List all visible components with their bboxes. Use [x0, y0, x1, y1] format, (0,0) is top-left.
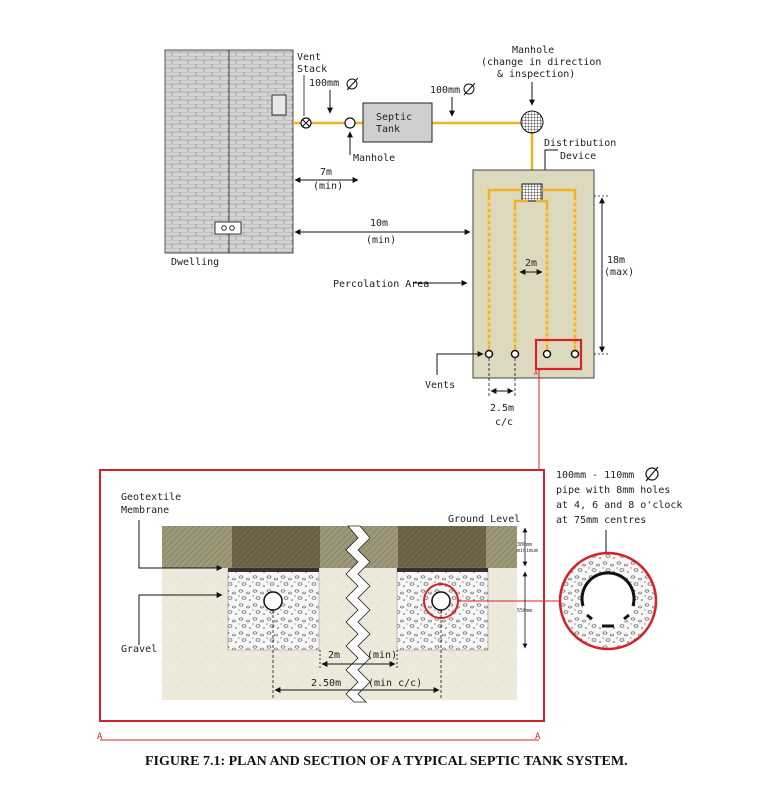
septic-tank-label-2: Tank: [376, 124, 400, 135]
pipe-size-label-1: 100mm: [309, 78, 339, 89]
section-pipe-left: [263, 591, 283, 611]
vent-stack-label-2: Stack: [297, 64, 327, 75]
dim-10m-min: (min): [366, 235, 396, 246]
dim-7m: 7m: [320, 167, 332, 178]
spacing-label: 2m: [525, 258, 537, 269]
pipe-spec-label: 100mm - 110mm: [556, 470, 634, 481]
cc-label: c/c: [495, 417, 513, 428]
inspection-manhole-icon: [520, 110, 544, 134]
section-mark-plan: A: [534, 370, 538, 377]
distribution-label-2: Device: [560, 151, 596, 162]
section-250-min-label: (min c/c): [368, 678, 422, 689]
manhole-label: Manhole: [353, 153, 395, 164]
dwelling-label: Dwelling: [171, 257, 219, 268]
dim-7m-min: (min): [313, 181, 343, 192]
gravel-label: Gravel: [121, 644, 157, 655]
manhole-top-label-2: (change in direction: [481, 57, 601, 68]
geotextile-label: Geotextile: [121, 492, 181, 503]
depth-550-label: 550mm: [517, 608, 532, 614]
dwelling-wall: [164, 49, 294, 254]
section-pipe-right: [431, 591, 451, 611]
section-mark-right: A: [535, 732, 541, 742]
vent-icon: [484, 349, 580, 359]
section-highlight-box: [534, 338, 583, 371]
section-mark-left: A: [97, 732, 103, 742]
figure-caption: FIGURE 7.1: PLAN AND SECTION OF A TYPICA…: [145, 754, 628, 769]
manhole-top-label-3: & inspection): [497, 69, 575, 80]
section-ground: [162, 525, 517, 703]
manhole-icon: [344, 117, 356, 129]
geotextile-label-2: Membrane: [121, 505, 169, 516]
cc-spacing-label: 2.5m: [490, 403, 514, 414]
pipe-spec-label-4: at 75mm centres: [556, 515, 646, 526]
length-max-label: (max): [604, 267, 634, 278]
length-label: 18m: [607, 255, 625, 266]
diameter-icon-3: [645, 466, 659, 482]
section-2m-min-label: (min): [367, 650, 397, 661]
vent-stack-label: Vent: [297, 52, 321, 63]
ground-level-label: Ground Level: [448, 514, 520, 525]
vents-label: Vents: [425, 380, 455, 391]
diameter-icon: [346, 77, 359, 91]
section-2m-label: 2m: [328, 650, 340, 661]
septic-tank: [362, 102, 433, 143]
perforated-pipe-icon: [580, 571, 636, 607]
pipe-size-label-2: 100mm: [430, 85, 460, 96]
section-250-label: 2.50m: [311, 678, 341, 689]
manhole-top-label: Manhole: [512, 45, 554, 56]
depth-300-label: 300mm: [517, 542, 532, 548]
septic-tank-label: Septic: [376, 112, 412, 123]
dim-10m: 10m: [370, 218, 388, 229]
pipe-spec-label-2: pipe with 8mm holes: [556, 485, 670, 496]
diameter-icon-2: [463, 82, 476, 96]
percolation-label: Percolation Area: [333, 279, 429, 290]
pipe-spec-label-3: at 4, 6 and 8 o'clock: [556, 500, 682, 511]
depth-300-label-2: minimum: [517, 548, 538, 554]
distribution-label: Distribution: [544, 138, 616, 149]
distribution-device-icon: [521, 183, 543, 202]
